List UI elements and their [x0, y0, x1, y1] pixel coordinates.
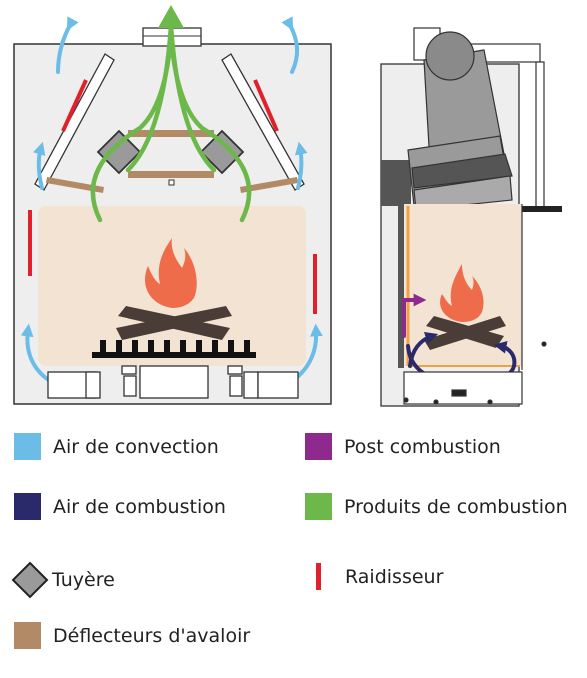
- legend-post-combustion: Post combustion: [305, 433, 501, 460]
- legend-nozzle: Tuyère: [10, 560, 115, 600]
- front-bottom-controls: [47, 365, 299, 399]
- side-bottom: [403, 341, 547, 405]
- convection-air-label: Air de convection: [53, 435, 219, 458]
- green-arrowhead: [158, 5, 184, 28]
- convection-air-swatch: [14, 433, 41, 460]
- combustion-products-label: Produits de combustion: [344, 495, 568, 518]
- stiffener-label: Raidisseur: [345, 565, 444, 588]
- side-view: [380, 27, 562, 407]
- combustion-products-arrows: [90, 23, 252, 223]
- post-combustion-arrow: [402, 293, 427, 338]
- combustion-air-label: Air de combustion: [53, 495, 226, 518]
- front-baffles: [46, 130, 298, 193]
- front-grate: [92, 340, 256, 358]
- front-stiffeners: [28, 79, 317, 314]
- nozzle-icon: [11, 561, 49, 599]
- legend-convection-air: Air de convection: [14, 433, 219, 460]
- front-logs: [116, 306, 232, 340]
- side-flame: [440, 264, 484, 322]
- right-side-panel: [221, 53, 305, 191]
- baffle-swatch: [14, 622, 41, 649]
- front-nozzles: [96, 129, 245, 175]
- baffle-label: Déflecteurs d'avaloir: [53, 624, 251, 647]
- legend-baffle: Déflecteurs d'avaloir: [14, 622, 250, 649]
- combustion-air-swatch: [14, 493, 41, 520]
- front-flame: [145, 238, 197, 308]
- post-combustion-swatch: [305, 433, 332, 460]
- stiffener-swatch: [316, 563, 321, 590]
- left-side-panel: [34, 53, 115, 191]
- combustion-products-swatch: [305, 493, 332, 520]
- nozzle-label: Tuyère: [52, 569, 115, 591]
- legend-combustion-products: Produits de combustion: [305, 493, 568, 520]
- front-view: [13, 5, 332, 405]
- side-logs: [424, 316, 506, 350]
- post-combustion-label: Post combustion: [344, 435, 501, 458]
- legend-stiffener: Raidisseur: [316, 563, 443, 590]
- side-heat-exchanger: [407, 31, 513, 211]
- legend-combustion-air: Air de combustion: [14, 493, 226, 520]
